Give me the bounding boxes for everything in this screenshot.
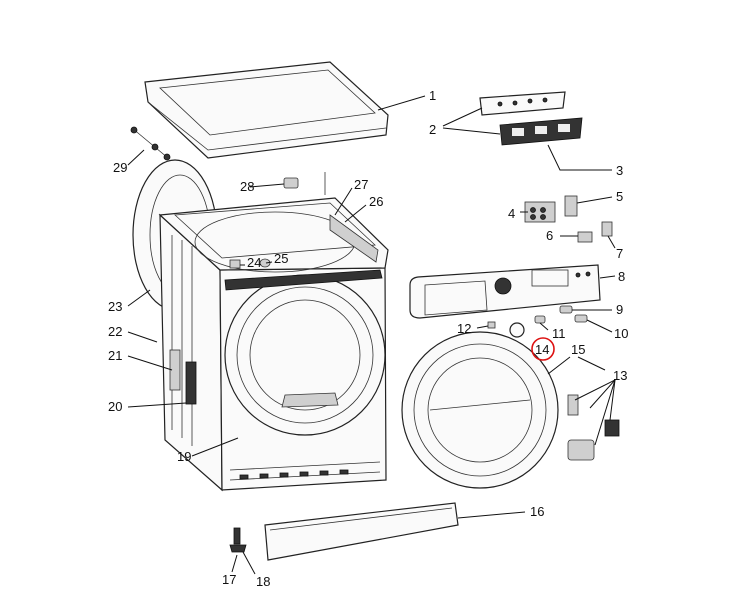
label-14[interactable]: 14 [535, 342, 549, 357]
label-17[interactable]: 17 [222, 572, 236, 587]
label-13[interactable]: 13 [613, 368, 627, 383]
label-5[interactable]: 5 [616, 189, 623, 204]
clip-part-24[interactable] [229, 259, 241, 269]
top-cover-part[interactable] [144, 61, 389, 159]
label-22[interactable]: 22 [108, 324, 122, 339]
label-12[interactable]: 12 [457, 321, 471, 336]
label-8[interactable]: 8 [618, 269, 625, 284]
part-labels: 1 2 3 4 5 6 7 8 9 10 11 12 13 14 15 16 1… [108, 88, 628, 589]
label-25[interactable]: 25 [274, 251, 288, 266]
switch-part-6[interactable] [577, 231, 593, 243]
label-24[interactable]: 24 [247, 255, 261, 270]
control-panel-part[interactable] [409, 264, 601, 319]
label-3[interactable]: 3 [616, 163, 623, 178]
label-28[interactable]: 28 [240, 179, 254, 194]
foot-part[interactable] [229, 527, 247, 553]
door-latch-part[interactable] [567, 394, 620, 461]
label-29[interactable]: 29 [113, 160, 127, 175]
label-26[interactable]: 26 [369, 194, 383, 209]
control-board-upper[interactable] [479, 91, 566, 116]
label-18[interactable]: 18 [256, 574, 270, 589]
label-6[interactable]: 6 [546, 228, 553, 243]
label-15[interactable]: 15 [571, 342, 585, 357]
spring-part-28[interactable] [283, 177, 299, 189]
button-part-11[interactable] [534, 315, 546, 324]
label-20[interactable]: 20 [108, 399, 122, 414]
label-2[interactable]: 2 [429, 122, 436, 137]
label-19[interactable]: 19 [177, 449, 191, 464]
label-27[interactable]: 27 [354, 177, 368, 192]
label-10[interactable]: 10 [614, 326, 628, 341]
switch-part-7[interactable] [601, 221, 613, 237]
label-7[interactable]: 7 [616, 246, 623, 261]
button-part-9[interactable] [559, 305, 573, 314]
button-part-12[interactable] [487, 321, 496, 329]
label-16[interactable]: 16 [530, 504, 544, 519]
highlight-circle [531, 337, 555, 361]
label-4[interactable]: 4 [508, 206, 515, 221]
plinth-panel-part[interactable] [264, 502, 459, 561]
cabinet-body [158, 197, 389, 492]
label-21[interactable]: 21 [108, 348, 122, 363]
switch-part-5[interactable] [564, 195, 578, 217]
knob-part-14[interactable] [509, 322, 525, 338]
label-23[interactable]: 23 [108, 299, 122, 314]
leader-lines [127, 95, 616, 575]
module-part-4[interactable] [524, 201, 556, 223]
control-board-lower[interactable] [499, 117, 583, 146]
hinge-part[interactable] [169, 349, 197, 405]
button-part-10[interactable] [574, 314, 588, 323]
label-11[interactable]: 11 [552, 326, 566, 341]
door-part[interactable] [401, 331, 559, 489]
clip-part-25[interactable] [259, 258, 271, 268]
label-1[interactable]: 1 [429, 88, 436, 103]
label-9[interactable]: 9 [616, 302, 623, 317]
hose-part[interactable] [130, 126, 171, 161]
